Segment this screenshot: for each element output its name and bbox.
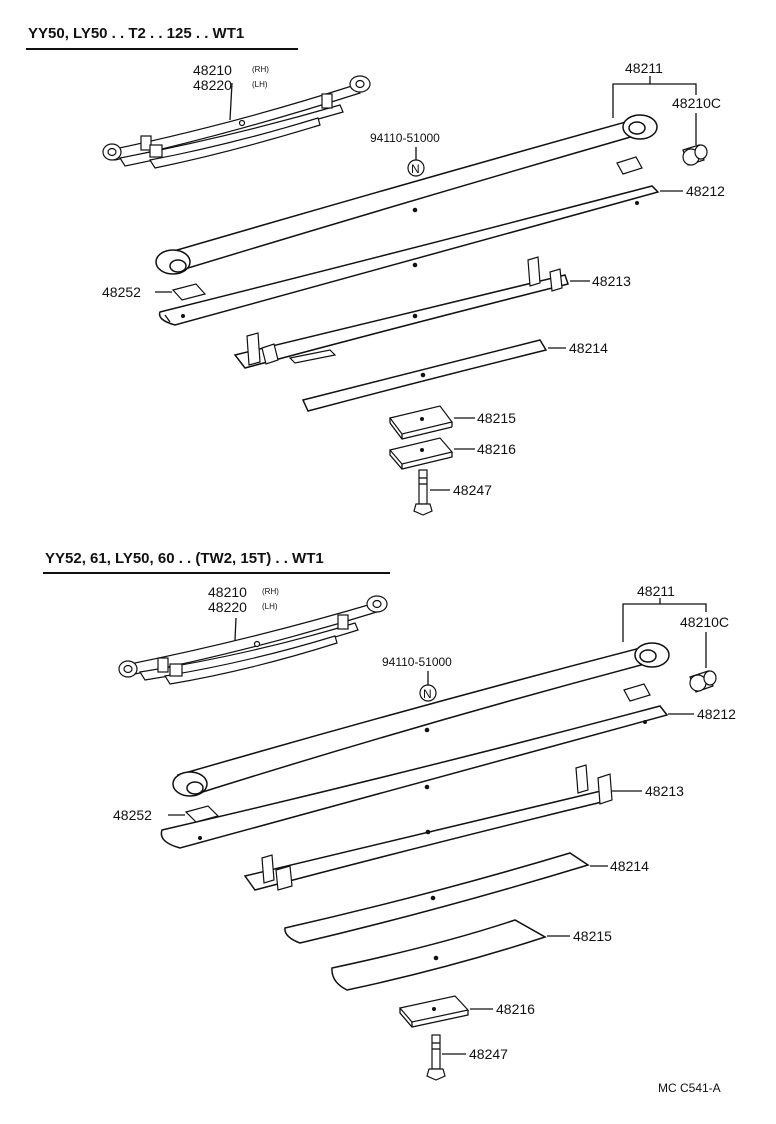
- section-2-header: YY52, 61, LY50, 60 . . (TW2, 15T) . . WT…: [45, 550, 324, 567]
- section-2-bushing-label: 48210C: [680, 614, 729, 630]
- section-2-spacer: [398, 995, 470, 1028]
- section-2-leaf-1-label: 48211: [637, 583, 675, 599]
- section-1-nut-symbol-circle: [407, 159, 425, 177]
- section-2: YY52, 61, LY50, 60 . . (TW2, 15T) . . WT…: [43, 550, 736, 1081]
- section-1-bolt-label: 48247: [453, 482, 492, 498]
- section-2-assembly-lh-label: 48220: [208, 599, 247, 615]
- section-2-leaf-2-label: 48212: [697, 706, 736, 722]
- section-2-spacer-label: 48216: [496, 1001, 535, 1017]
- section-2-main-leaf: [172, 642, 670, 797]
- section-1-spacer-2: [388, 437, 454, 470]
- section-2-liner-label: 48252: [113, 807, 152, 823]
- section-2-leaf-5: [331, 919, 547, 991]
- section-2-bolt: [426, 1034, 446, 1081]
- section-1-spring-assembly: [102, 75, 371, 169]
- section-1-liner-label: 48252: [102, 284, 141, 300]
- section-1-assembly-rh-label: 48210: [193, 62, 232, 78]
- section-2-bolt-label: 48247: [469, 1046, 508, 1062]
- section-2-leaf-5-label: 48215: [573, 928, 612, 944]
- section-1-leaf-4: [301, 339, 548, 412]
- section-1-leaf-3: [233, 256, 569, 369]
- section-2-nut-symbol-circle: [419, 684, 437, 702]
- section-2-leaf-4-label: 48214: [610, 858, 649, 874]
- section-1-spacer-2-label: 48216: [477, 441, 516, 457]
- section-1-header: YY50, LY50 . . T2 . . 125 . . WT1: [28, 25, 244, 42]
- section-2-spring-assembly: [118, 595, 388, 685]
- section-1-leaf-3-label: 48213: [592, 273, 631, 289]
- section-1-liner: [171, 283, 207, 301]
- section-1-liner-upper: [616, 156, 643, 175]
- section-1-assembly-lh-tag: (LH): [252, 80, 268, 89]
- section-1-leaf-2-label: 48212: [686, 183, 725, 199]
- section-2-assembly-rh-label: 48210: [208, 584, 247, 600]
- section-1-bushing-label: 48210C: [672, 95, 721, 111]
- section-1-bushing: [682, 144, 708, 166]
- section-2-nut-label: 94110-51000: [382, 655, 452, 669]
- section-1: YY50, LY50 . . T2 . . 125 . . WT1 48210 …: [26, 25, 725, 516]
- section-2-leaf-3: [243, 764, 613, 891]
- footer-code: MC C541-A: [658, 1081, 721, 1095]
- section-1-bolt: [413, 469, 433, 516]
- section-2-assembly-rh-tag: (RH): [262, 587, 279, 596]
- section-2-leaf-3-label: 48213: [645, 783, 684, 799]
- section-1-spacer-1: [388, 405, 454, 440]
- section-1-spacer-1-label: 48215: [477, 410, 516, 426]
- section-2-bushing: [689, 670, 717, 693]
- section-1-assembly-lh-label: 48220: [193, 77, 232, 93]
- section-2-liner: [184, 805, 220, 823]
- section-1-nut-label: 94110-51000: [370, 131, 440, 145]
- section-1-main-leaf: [155, 114, 658, 275]
- section-1-leaf-4-label: 48214: [569, 340, 608, 356]
- section-2-leaf-2: [160, 705, 669, 849]
- section-1-leaf-1-label: 48211: [625, 60, 663, 76]
- section-1-leaf-2: [158, 185, 660, 326]
- section-1-assembly-rh-tag: (RH): [252, 65, 269, 74]
- section-2-liner-upper: [623, 683, 651, 702]
- section-2-nut-symbol: N: [423, 687, 432, 701]
- section-2-leaf-4: [284, 852, 590, 944]
- section-2-assembly-lh-tag: (LH): [262, 602, 278, 611]
- section-1-nut-symbol: N: [411, 162, 420, 176]
